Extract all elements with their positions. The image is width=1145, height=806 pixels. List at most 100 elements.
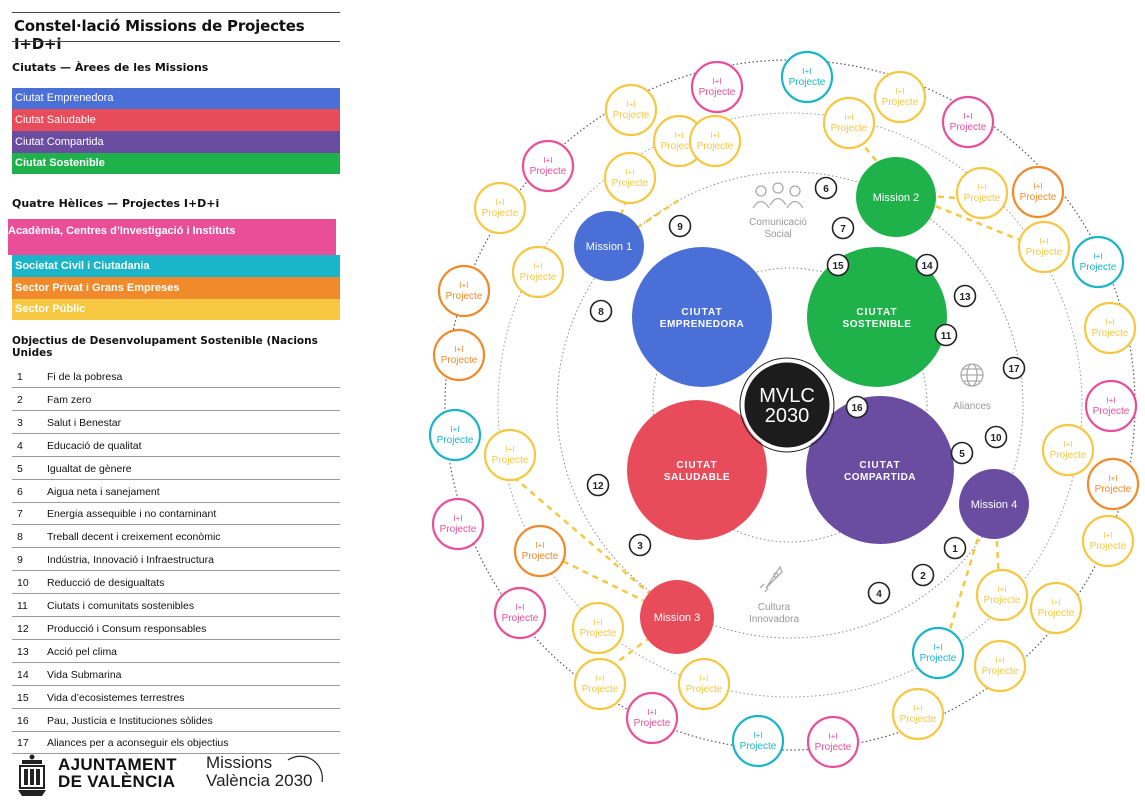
project-top-label: I+I	[505, 445, 514, 454]
mission-label: Mission 2	[873, 192, 919, 204]
icon-label-line1: Cultura	[758, 602, 791, 613]
sdg-badge: 5	[950, 441, 974, 465]
project-label: Projecte	[697, 141, 734, 152]
center-hub-outline	[739, 357, 835, 453]
rocket-icon	[759, 565, 783, 593]
sdg-badge-ring	[867, 581, 891, 605]
project-top-label: I+I	[977, 183, 986, 192]
project-circle	[941, 95, 995, 149]
orbit-ring-1	[652, 267, 928, 543]
sdg-badge-number: 17	[1008, 364, 1020, 375]
project-top-label: I+I	[495, 198, 504, 207]
project-top-label: I+I	[1108, 474, 1117, 483]
project-circle	[432, 328, 486, 382]
project-circle	[571, 601, 625, 655]
helix-bar-civil: Societat Civil i Ciutadania	[12, 255, 340, 277]
sdg-badge: 1	[943, 536, 967, 560]
project-label: Projecte	[984, 595, 1021, 606]
project-circle	[625, 691, 679, 745]
project-top-label: I+I	[674, 131, 683, 140]
sdg-heading: Objectius de Desenvolupament Sostenible …	[12, 335, 318, 359]
icon-label-line2: Social	[764, 229, 791, 240]
project-label: Projecte	[900, 714, 937, 725]
project-circle	[437, 264, 491, 318]
sdg-number: 3	[17, 416, 23, 429]
sdg-badge-number: 5	[959, 449, 965, 460]
project-label: Projecte	[699, 87, 736, 98]
missions-text: Missions València 2030	[206, 754, 313, 790]
sdg-badge-ring	[943, 536, 967, 560]
globe-icon	[960, 363, 984, 387]
project-label: Projecte	[1080, 262, 1117, 273]
project-circle	[780, 50, 834, 104]
project-circle	[822, 96, 876, 150]
city-label-line2: SALUDABLE	[664, 472, 730, 483]
sdg-badge: 12	[586, 473, 610, 497]
center-line1: MVLC	[759, 385, 815, 407]
legend-panel: Constel·lació Missions de Projectes I+D+…	[0, 0, 342, 801]
project-top-label: I+I	[933, 643, 942, 652]
project-top-label: I+I	[453, 514, 462, 523]
sdg-badge-ring	[845, 395, 869, 419]
mission-circle-m4	[959, 469, 1029, 539]
sdg-badge: 11	[934, 323, 958, 347]
project-top-label: I+I	[997, 585, 1006, 594]
city-label-line2: EMPRENEDORA	[660, 319, 744, 330]
project-circle	[431, 497, 485, 551]
project-label: Projecte	[1038, 608, 1075, 619]
center-hub	[741, 359, 833, 451]
sdg-label: Producció i Consum responsables	[47, 622, 207, 635]
ajuntament-logo: AJUNTAMENT DE VALÈNCIA	[14, 752, 194, 801]
city-shield-icon	[18, 754, 46, 796]
project-label: Projecte	[612, 178, 649, 189]
sdg-badge-ring	[950, 441, 974, 465]
sdg-label: Educació de qualitat	[47, 439, 142, 452]
city-bar-emprenedora: Ciutat Emprenedora	[12, 88, 340, 109]
sdg-number: 15	[17, 691, 29, 704]
sdg-badge-ring	[589, 299, 613, 323]
project-top-label: I+I	[753, 731, 762, 740]
project-label: Projecte	[831, 123, 868, 134]
project-circle	[806, 715, 860, 769]
project-label: Projecte	[920, 653, 957, 664]
project-top-label: I+I	[1093, 252, 1102, 261]
project-circle	[511, 245, 565, 299]
sdg-badge: 10	[984, 425, 1008, 449]
sdg-label: Indústria, Innovació i Infraestructura	[47, 554, 214, 567]
sdg-label: Fam zero	[47, 393, 92, 406]
project-label: Projecte	[520, 272, 557, 283]
missions-logo: Missions València 2030	[204, 752, 340, 801]
project-label: Projecte	[661, 141, 698, 152]
project-link-7	[992, 485, 1002, 601]
sdg-badge-ring	[831, 216, 855, 240]
sdg-badge: 15	[826, 253, 850, 277]
icon-label-line2: Innovadora	[749, 614, 799, 625]
project-label: Projecte	[1090, 541, 1127, 552]
project-top-label: I+I	[454, 345, 463, 354]
project-top-label: I+I	[535, 541, 544, 550]
sdg-badge-number: 9	[677, 222, 683, 233]
sdg-badge: 17	[1002, 356, 1026, 380]
project-label: Projecte	[530, 166, 567, 177]
project-label: Projecte	[1095, 484, 1132, 495]
helix-bar-public: Sector Públic	[12, 299, 340, 320]
sdg-badge-number: 13	[959, 292, 971, 303]
